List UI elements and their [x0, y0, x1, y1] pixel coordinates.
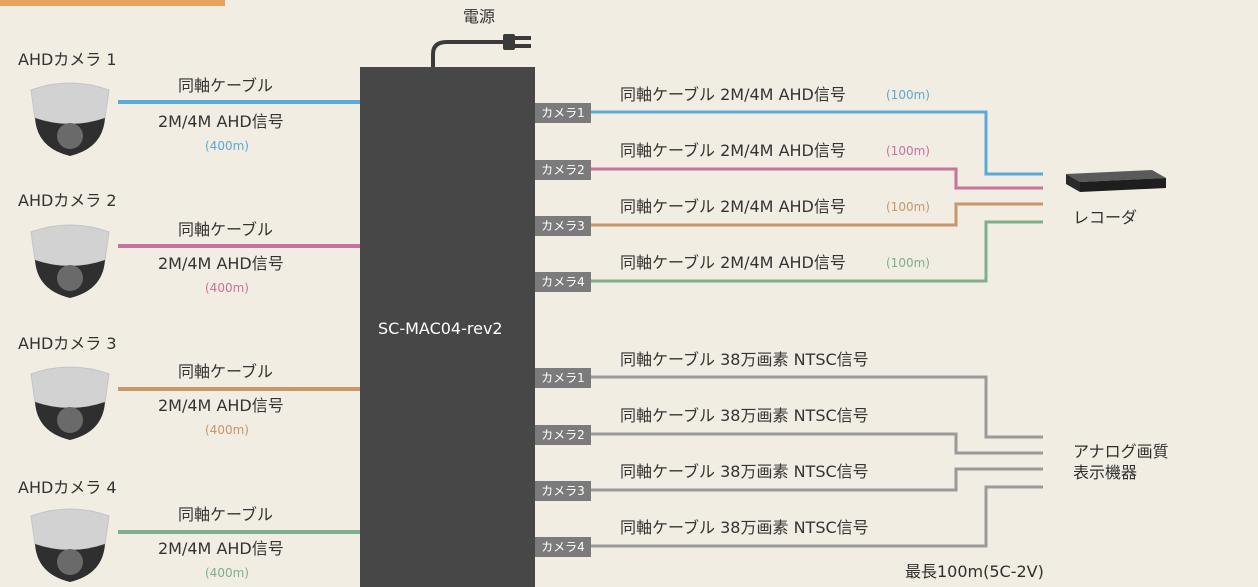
- distance-label: (400m): [205, 281, 249, 295]
- recorder-label: レコーダ: [1073, 208, 1138, 227]
- analog-display-label-line2: 表示機器: [1073, 463, 1138, 482]
- distance-label: (400m): [205, 566, 249, 580]
- ntsc-output-label: 同軸ケーブル 38万画素 NTSC信号: [620, 462, 869, 481]
- ntsc-port-2: カメラ2: [535, 425, 591, 445]
- signal-label: 2M/4M AHD信号: [158, 254, 284, 273]
- dome-camera-icon: [30, 82, 110, 156]
- ahd-output-distance: (100m): [886, 144, 930, 158]
- ahd-output-label: 同軸ケーブル 2M/4M AHD信号: [620, 85, 846, 104]
- header-tab: [0, 0, 225, 6]
- ahd-port-4: カメラ4: [535, 272, 591, 292]
- ahd-output-label: 同軸ケーブル 2M/4M AHD信号: [620, 141, 846, 160]
- ahd-port-3: カメラ3: [535, 216, 591, 236]
- device-name: SC-MAC04-rev2: [378, 319, 503, 338]
- ahd-output-label: 同軸ケーブル 2M/4M AHD信号: [620, 197, 846, 216]
- ahd-port-2: カメラ2: [535, 160, 591, 180]
- ntsc-port-4: カメラ4: [535, 537, 591, 557]
- camera-name: AHDカメラ 3: [18, 334, 117, 353]
- ntsc-port-1: カメラ1: [535, 368, 591, 388]
- dome-camera-icon: [30, 508, 110, 582]
- distance-label: (400m): [205, 423, 249, 437]
- cable-label: 同軸ケーブル: [178, 76, 274, 95]
- signal-label: 2M/4M AHD信号: [158, 396, 284, 415]
- ahd-output-wires: [591, 110, 1043, 283]
- power-label: 電源: [463, 7, 496, 26]
- signal-label: 2M/4M AHD信号: [158, 539, 284, 558]
- max-length-note: 最長100m(5C-2V): [905, 562, 1044, 581]
- power-plug-icon: [431, 34, 531, 68]
- ahd-output-label: 同軸ケーブル 2M/4M AHD信号: [620, 253, 846, 272]
- signal-label: 2M/4M AHD信号: [158, 112, 284, 131]
- ahd-port-1: カメラ1: [535, 103, 591, 123]
- cable-cam4-in: [118, 530, 360, 534]
- converter-device: SC-MAC04-rev2: [360, 67, 535, 587]
- cable-cam2-in: [118, 244, 360, 248]
- camera-name: AHDカメラ 4: [18, 478, 117, 497]
- ntsc-output-label: 同軸ケーブル 38万画素 NTSC信号: [620, 350, 869, 369]
- ntsc-port-3: カメラ3: [535, 481, 591, 501]
- distance-label: (400m): [205, 139, 249, 153]
- ahd-output-distance: (100m): [886, 88, 930, 102]
- camera-name: AHDカメラ 2: [18, 191, 117, 210]
- ahd-output-distance: (100m): [886, 256, 930, 270]
- ntsc-output-label: 同軸ケーブル 38万画素 NTSC信号: [620, 518, 869, 537]
- cable-label: 同軸ケーブル: [178, 505, 274, 524]
- cable-cam1-in: [118, 100, 360, 104]
- camera-name: AHDカメラ 1: [18, 50, 117, 69]
- ntsc-output-wires: [591, 375, 1043, 548]
- dome-camera-icon: [30, 366, 110, 440]
- ntsc-output-label: 同軸ケーブル 38万画素 NTSC信号: [620, 406, 869, 425]
- dome-camera-icon: [30, 224, 110, 298]
- cable-label: 同軸ケーブル: [178, 362, 274, 381]
- cable-cam3-in: [118, 387, 360, 391]
- analog-display-label-line1: アナログ画質: [1073, 442, 1169, 461]
- recorder-icon: [1066, 170, 1166, 192]
- ahd-output-distance: (100m): [886, 200, 930, 214]
- cable-label: 同軸ケーブル: [178, 220, 274, 239]
